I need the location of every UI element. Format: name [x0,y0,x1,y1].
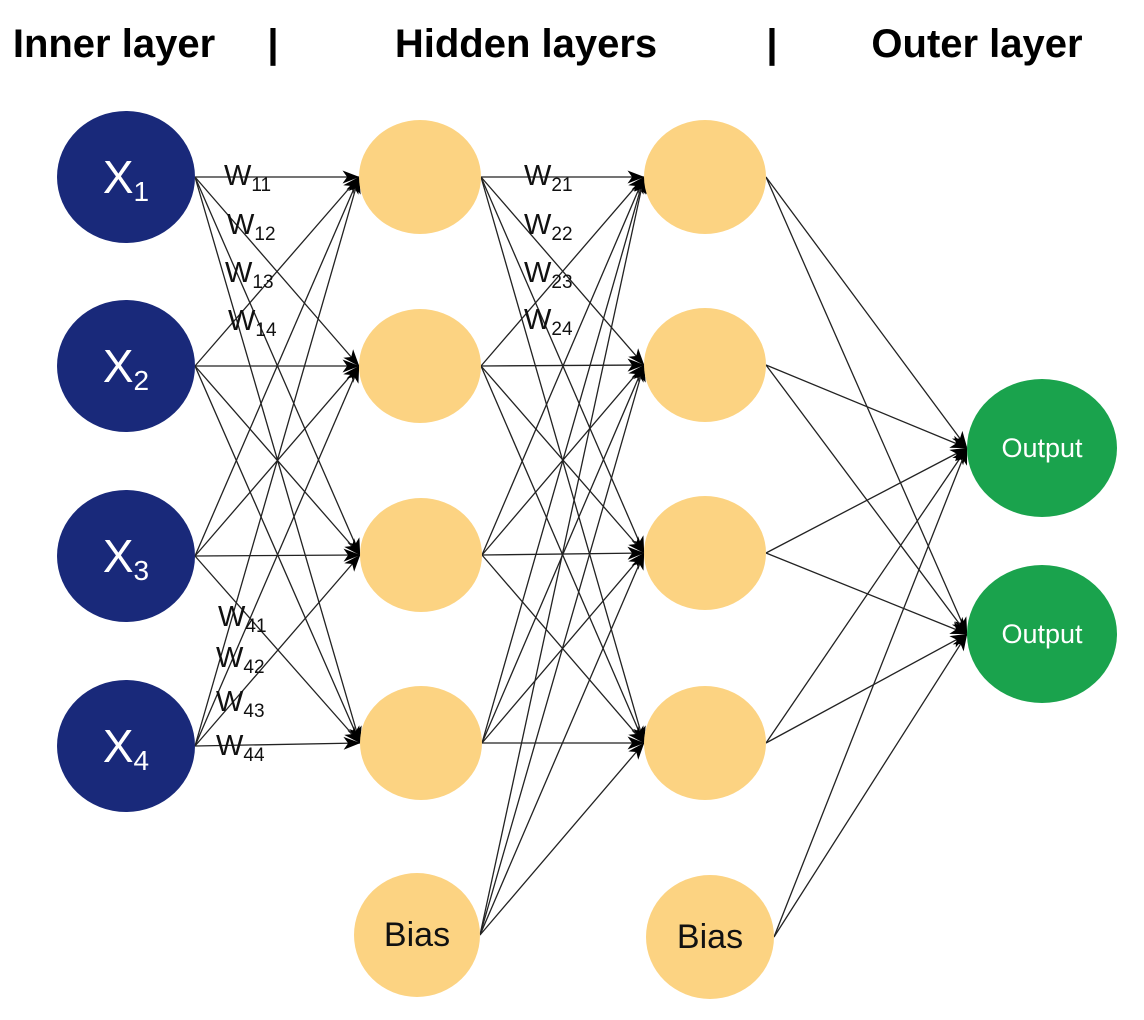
x2-label: X2 [103,340,149,396]
edge-x3-to-h14 [194,555,361,744]
edge-x3-to-h11 [194,176,360,557]
edge-h12-to-h21 [480,176,645,367]
separator-2: | [766,22,777,66]
hidden-node-h13 [360,498,482,612]
out1-label: Output [1001,433,1083,463]
edge-bias1-to-h23 [479,552,645,936]
input-node-x2 [57,300,195,432]
weight-label-w44: W44 [216,730,265,766]
input-node-x3 [57,490,195,622]
x3-label: X3 [103,530,149,586]
input-node-x1 [57,111,195,243]
weight-label-w43: W43 [216,686,265,722]
weight-label-w22: W22 [524,209,573,245]
edges-group [194,170,968,938]
edge-bias1-to-h21 [479,176,647,936]
weight-label-w11: W11 [224,160,271,196]
hidden-node-h22 [644,308,766,422]
edge-bias1-to-h24 [479,742,645,936]
bias1-label: Bias [384,916,450,954]
outer-layer-title: Outer layer [871,22,1082,66]
edge-bias2-to-out1 [773,447,968,938]
edge-h22-to-out1 [765,364,968,449]
x1-label: X1 [103,151,149,207]
edge-x4-to-h11 [194,176,361,747]
separator-1: | [267,22,278,66]
weight-label-w12: W12 [227,209,276,245]
hidden-node-h11 [359,120,481,234]
out2-label: Output [1001,619,1083,649]
edge-h24-to-out2 [765,633,968,744]
weight-label-w14: W14 [228,305,277,341]
hidden-layers-title: Hidden layers [395,22,657,66]
hidden-node-h23 [644,496,766,610]
layer-headers-group: Inner layer | Hidden layers | Outer layer [13,22,1083,66]
edge-h21-to-out2 [765,176,968,635]
input-node-x4 [57,680,195,812]
hidden-node-h21 [644,120,766,234]
weight-label-w21: W21 [524,160,573,196]
edge-bias1-to-h22 [479,364,646,936]
edge-h12-to-h22 [480,358,645,372]
bias-node-bias2 [646,875,774,999]
edge-h23-to-out1 [765,447,968,554]
edge-x4-to-h13 [194,554,361,747]
edge-h21-to-out1 [765,176,968,449]
bias2-label: Bias [677,918,743,956]
edge-h14-to-h21 [481,176,646,744]
bias-node-bias1 [354,873,480,997]
edge-h13-to-h21 [481,176,645,556]
weight-label-w23: W23 [524,257,573,293]
edge-h22-to-out2 [765,364,968,635]
output-node-out2 [967,565,1117,703]
weight-label-w42: W42 [216,642,265,678]
hidden-node-h12 [359,309,481,423]
hidden-node-h24 [644,686,766,800]
weight-label-w13: W13 [225,257,274,293]
edge-h24-to-out1 [765,447,968,744]
edge-x4-to-h12 [194,365,360,747]
edge-x4-to-h14 [194,736,361,750]
edge-bias2-to-out2 [773,633,968,938]
output-node-out1 [967,379,1117,517]
edge-x2-to-h11 [194,176,360,367]
weight-label-w24: W24 [524,304,573,340]
edge-h23-to-out2 [765,552,968,635]
x4-label: X4 [103,720,149,776]
inner-layer-title: Inner layer [13,22,215,66]
weight-label-w41: W41 [218,601,267,637]
hidden-node-h14 [360,686,482,800]
